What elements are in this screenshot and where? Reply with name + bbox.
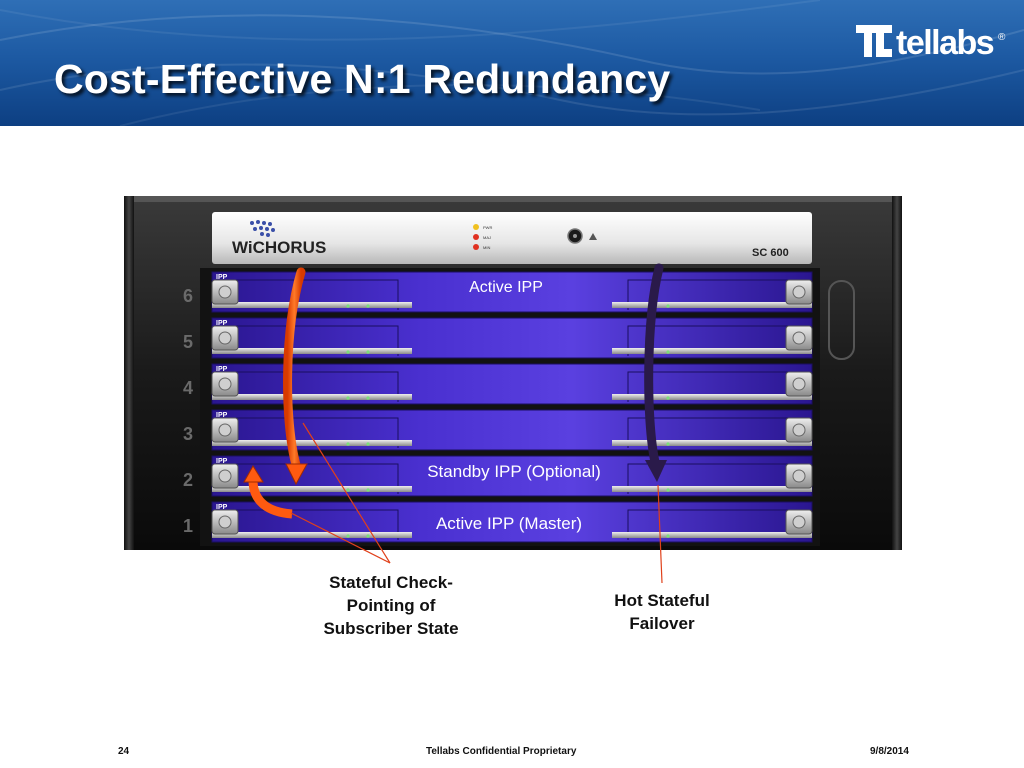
header-swirl-decoration (0, 0, 1024, 126)
left-ejector-bar (212, 532, 412, 538)
right-ejector-bar (612, 486, 812, 492)
chassis-top-panel (212, 212, 812, 264)
ipp-slot: IPP 3 (183, 406, 820, 454)
led-label: PWR (483, 225, 492, 230)
right-ejector-bar (612, 532, 812, 538)
right-ejector-bar (612, 394, 812, 400)
master-checkpoint-arrow (248, 479, 293, 519)
failover-arrow-shaft (644, 263, 664, 467)
card-status-led (366, 488, 370, 492)
card-status-led (366, 534, 370, 538)
ipp-slot: IPP 1 (183, 498, 820, 546)
left-ejector-bar (212, 302, 412, 308)
checkpointing-callout: Stateful Check- Pointing of Subscriber S… (300, 571, 482, 640)
right-ejector-bar (612, 348, 812, 354)
chassis-model: SC 600 (752, 247, 789, 259)
failover-callout-line (657, 484, 663, 584)
active-ipp-label: Active IPP (469, 279, 543, 296)
led-major (473, 234, 479, 240)
card-status-led (346, 396, 350, 400)
checkpointing-line-1: Stateful Check- (329, 573, 453, 592)
checkpointing-line-2: Pointing of (346, 596, 436, 615)
page-number: 24 (118, 746, 130, 757)
card-status-led (366, 442, 370, 446)
checkpoint-callout-line (290, 512, 391, 564)
led-label: MIN (483, 245, 490, 250)
card-status-led (346, 442, 350, 446)
slide-header: Cost-Effective N:1 Redundancy tellabs ® (0, 0, 1024, 126)
card-status-led (346, 534, 350, 538)
standby-ipp-label: Standby IPP (Optional) (427, 462, 601, 481)
checkpointing-line-3: Subscriber State (323, 619, 459, 638)
chassis-handle (828, 280, 855, 360)
checkpoint-arrow-head (285, 463, 308, 486)
checkpoint-callout-line (302, 422, 391, 564)
ipp-card-tag: IPP (216, 412, 228, 419)
right-ejector-bar (612, 302, 812, 308)
slot-number: 1 (183, 516, 193, 536)
led-label: MAJ (483, 235, 491, 240)
right-ejector-bar (612, 440, 812, 446)
slide-date: 9/8/2014 (870, 746, 909, 757)
left-ejector-bar (212, 348, 412, 354)
ipp-card-tag: IPP (216, 504, 228, 511)
active-master-label: Active IPP (Master) (435, 514, 583, 533)
chassis-brand: WiCHORUS (232, 238, 326, 257)
ipp-card-tag: IPP (216, 458, 228, 465)
slot-number: 5 (183, 332, 193, 352)
card-status-led (346, 488, 350, 492)
card-status-led (666, 396, 670, 400)
led-minor (473, 244, 479, 250)
slot-number: 2 (183, 470, 193, 490)
chassis-left-edge (124, 196, 134, 550)
usb-icon (589, 233, 597, 240)
card-status-led (366, 304, 370, 308)
slot-number: 4 (183, 378, 193, 398)
ipp-slot: IPP 2 (183, 452, 820, 500)
failover-arrow-head (645, 460, 667, 482)
card-status-led (666, 488, 670, 492)
ipp-slot: IPP 5 (183, 314, 820, 362)
card-status-led (366, 396, 370, 400)
card-status-led (666, 534, 670, 538)
checkpoint-arrow-shaft (283, 267, 306, 470)
wichorus-logo-icon (250, 220, 275, 237)
left-ejector-bar (212, 486, 412, 492)
card-status-led (666, 442, 670, 446)
chassis-right-edge (892, 196, 902, 550)
tellabs-logo-icon (856, 25, 892, 57)
failover-line-2: Failover (629, 614, 695, 633)
ipp-card-tag: IPP (216, 366, 228, 373)
card-status-led (666, 350, 670, 354)
led-power (473, 224, 479, 230)
left-ejector-bar (212, 440, 412, 446)
ipp-card-tag: IPP (216, 274, 228, 281)
left-ejector-bar (212, 394, 412, 400)
registered-mark: ® (998, 32, 1006, 43)
slot-number: 6 (183, 286, 193, 306)
failover-line-1: Hot Stateful (614, 591, 710, 610)
card-status-led (346, 350, 350, 354)
card-status-led (666, 304, 670, 308)
chassis-top-edge (124, 196, 902, 202)
failover-callout: Hot Stateful Failover (582, 589, 742, 635)
master-checkpoint-arrow-head (243, 465, 264, 483)
slide-title: Cost-Effective N:1 Redundancy (54, 56, 671, 102)
ipp-slot: IPP 4 (183, 360, 820, 408)
tellabs-logo-text: tellabs (896, 24, 995, 62)
card-status-led (346, 304, 350, 308)
card-status-led (366, 350, 370, 354)
slot-number: 3 (183, 424, 193, 444)
confidential-notice: Tellabs Confidential Proprietary (426, 746, 577, 757)
ipp-card-tag: IPP (216, 320, 228, 327)
ipp-slot: IPP 6 (183, 268, 820, 316)
